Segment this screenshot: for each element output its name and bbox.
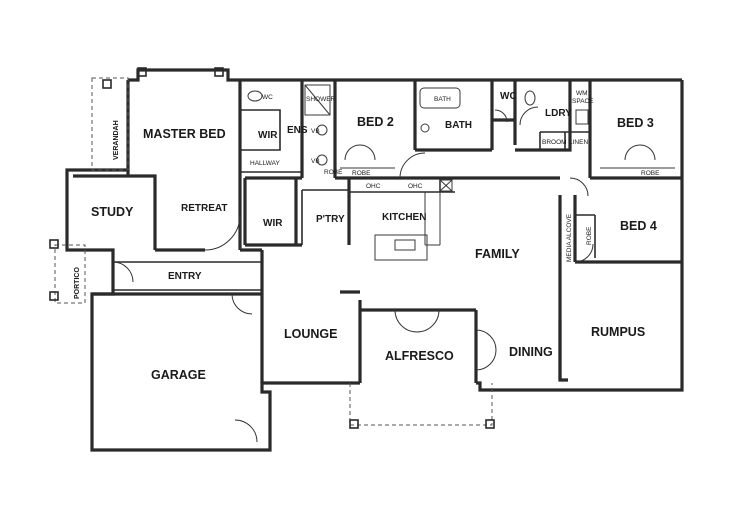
label-ldry: LDRY bbox=[545, 108, 572, 119]
laundry-tub bbox=[575, 109, 589, 125]
label-vb-1: VB bbox=[311, 128, 320, 135]
label-wm: WM bbox=[576, 90, 588, 97]
kitchen-island bbox=[374, 234, 428, 261]
basin-icon bbox=[316, 154, 328, 166]
label-shower: SHOWER bbox=[306, 96, 336, 103]
label-retreat: RETREAT bbox=[181, 203, 227, 214]
alfresco-outline bbox=[349, 383, 493, 426]
label-dining: DINING bbox=[509, 345, 553, 359]
toilet-icon bbox=[524, 90, 536, 106]
label-linen: LINEN bbox=[569, 139, 588, 146]
portico-outline bbox=[54, 244, 86, 304]
doors bbox=[112, 106, 656, 443]
label-wir: WIR bbox=[263, 218, 283, 229]
basin-icon bbox=[316, 124, 328, 136]
label-study: STUDY bbox=[91, 205, 134, 219]
label-portico: PORTICO bbox=[74, 267, 81, 299]
label-robe-bed4: ROBE bbox=[586, 226, 593, 245]
label-hallway: HALLWAY bbox=[250, 160, 281, 167]
basin-icon bbox=[420, 123, 430, 133]
label-wir-master: WIR bbox=[258, 130, 278, 141]
label-bath: BATH bbox=[445, 120, 472, 131]
label-space: SPACE bbox=[572, 98, 594, 105]
label-entry: ENTRY bbox=[168, 271, 202, 282]
label-kitchen: KITCHEN bbox=[382, 212, 426, 223]
label-master-bed: MASTER BED bbox=[143, 127, 226, 141]
label-garage: GARAGE bbox=[151, 368, 206, 382]
label-robe-bed3: ROBE bbox=[641, 170, 660, 177]
label-lounge: LOUNGE bbox=[284, 327, 337, 341]
label-robe-bed2: ROBE bbox=[352, 170, 371, 177]
label-bathtub: BATH bbox=[434, 96, 451, 103]
label-verandah: VERANDAH bbox=[113, 120, 120, 160]
label-bed2: BED 2 bbox=[357, 115, 394, 129]
label-rumpus: RUMPUS bbox=[591, 325, 645, 339]
label-broom: BROOM bbox=[542, 139, 567, 146]
label-bed4: BED 4 bbox=[620, 219, 657, 233]
label-robe-ens: ROBE bbox=[324, 169, 343, 176]
bathtub bbox=[419, 87, 461, 109]
toilet-icon bbox=[247, 90, 263, 102]
fixtures bbox=[247, 84, 675, 261]
verandah-outline bbox=[91, 77, 129, 171]
label-alfresco: ALFRESCO bbox=[385, 349, 454, 363]
label-bed3: BED 3 bbox=[617, 116, 654, 130]
label-media-alcove: MEDIA ALCOVE bbox=[566, 213, 573, 262]
label-wc: WC bbox=[500, 91, 517, 102]
label-family: FAMILY bbox=[475, 247, 520, 261]
shower bbox=[304, 84, 331, 116]
label-vb-2: VB bbox=[311, 158, 320, 165]
sink bbox=[394, 239, 416, 251]
label-wc-ens: WC bbox=[262, 94, 273, 101]
label-ohc-1: OHC bbox=[366, 183, 381, 190]
label-pantry: P'TRY bbox=[316, 214, 345, 225]
label-ens: ENS bbox=[287, 125, 308, 136]
label-ohc-2: OHC bbox=[408, 183, 423, 190]
